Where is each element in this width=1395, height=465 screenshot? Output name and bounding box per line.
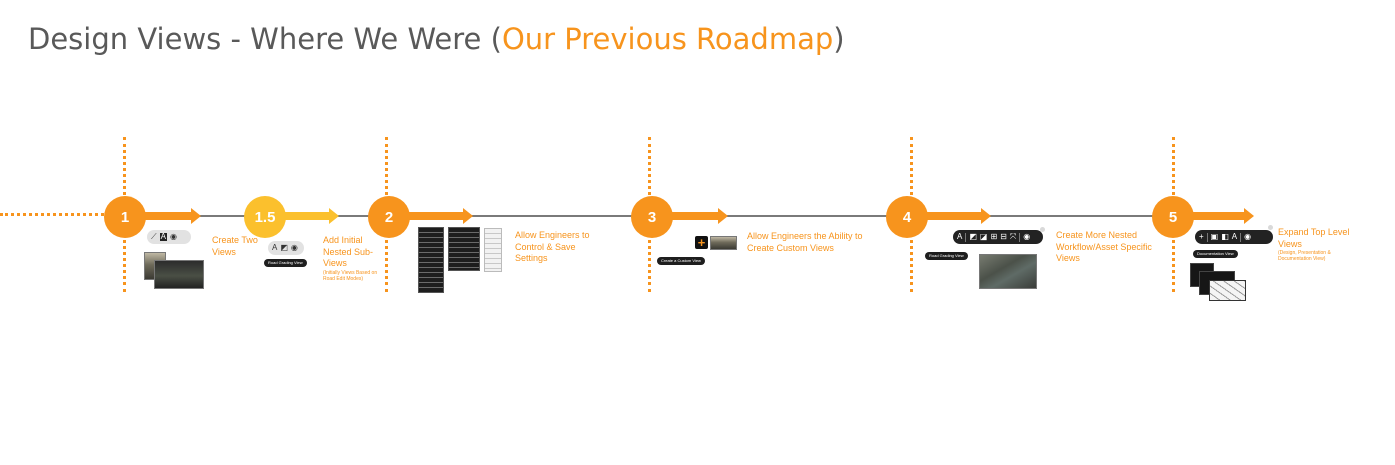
presentation-icon: ▣ <box>1210 232 1219 241</box>
milestone-description: Create More Nested Workflow/Asset Specif… <box>1056 230 1152 263</box>
milestone-note: (Initially Views Based on Road Edit Mode… <box>323 270 378 282</box>
title-prefix: Design Views - Where We Were ( <box>28 22 502 56</box>
milestone-description: Create Two Views <box>212 235 258 257</box>
plus-icon: + <box>695 236 708 249</box>
view-name-tag: Road Grading View <box>264 259 307 267</box>
eye-icon: ◉ <box>1023 232 1031 241</box>
milestone-arrow <box>667 208 728 224</box>
timeline-lead-in <box>0 213 104 216</box>
profile-icon: ⊟ <box>1000 232 1007 241</box>
milestone-arrow <box>140 208 201 224</box>
milestone-arrow <box>1188 208 1254 224</box>
view-toggle-bar: ⟋ A ◉ <box>147 230 191 244</box>
milestone-marker: 1.5 <box>244 196 286 238</box>
view-name-tag: Create a Custom View <box>657 257 705 265</box>
milestone-marker: 3 <box>631 196 673 238</box>
milestone-description: Allow Engineers the Ability to Create Cu… <box>747 231 863 253</box>
view-name-tag: Road Grading View <box>925 252 968 260</box>
eye-icon: ◉ <box>1244 232 1252 241</box>
title-suffix: ) <box>833 22 845 56</box>
title-highlight: Our Previous Roadmap <box>501 22 834 56</box>
settings-menu-screenshot <box>448 227 480 271</box>
milestone-marker: 4 <box>886 196 928 238</box>
screenshot-terrain-view <box>154 260 204 289</box>
milestone-arrow <box>404 208 473 224</box>
panel-corner-icon <box>1040 227 1045 232</box>
road-design-icon: A <box>272 243 278 252</box>
milestone-note: (Design, Presentation & Documentation Vi… <box>1278 250 1331 262</box>
milestone-arrow <box>922 208 991 224</box>
panel-corner-icon <box>1268 225 1273 230</box>
milestone-arrow <box>280 208 339 224</box>
custom-view-thumbnail <box>710 236 737 250</box>
corridor-icon: ◪ <box>979 232 988 241</box>
grading-icon: ◩ <box>280 243 288 252</box>
milestone-marker: 5 <box>1152 196 1194 238</box>
settings-panel-screenshot <box>418 227 444 293</box>
alignment-icon: ⊞ <box>990 232 998 241</box>
slash-icon: ⟋ <box>151 232 157 241</box>
milestone-marker: 2 <box>368 196 410 238</box>
milestone-description: Add Initial Nested Sub-Views <box>323 235 374 268</box>
intersection-icon: ⤧ <box>1009 232 1017 241</box>
documentation-icon: ◧ <box>1221 232 1229 241</box>
milestone-description: Allow Engineers to Control & Save Settin… <box>515 230 590 263</box>
road-design-icon: A <box>1231 232 1238 241</box>
eye-icon: ◉ <box>290 243 298 252</box>
page-title: Design Views - Where We Were (Our Previo… <box>28 22 845 56</box>
nested-view-toolbar: A ◩ ◪ ⊞ ⊟ ⤧ ◉ <box>953 230 1043 244</box>
screenshot-grading-view <box>979 254 1037 289</box>
road-design-icon: A <box>159 232 167 241</box>
plan-sheet-thumbnail <box>1209 280 1246 301</box>
milestone-description: Expand Top Level Views <box>1278 227 1350 249</box>
top-level-view-toolbar: + ▣ ◧ A ◉ <box>1195 230 1273 244</box>
eye-icon: ◉ <box>169 232 177 241</box>
plus-icon: + <box>1199 232 1204 241</box>
view-name-tag: Documentation View <box>1193 250 1238 258</box>
settings-dialog-screenshot <box>484 228 502 272</box>
milestone-marker: 1 <box>104 196 146 238</box>
grading-icon: ◩ <box>969 232 977 241</box>
road-design-icon: A <box>957 232 963 241</box>
view-toggle-bar: A ◩ ◉ <box>268 241 304 255</box>
